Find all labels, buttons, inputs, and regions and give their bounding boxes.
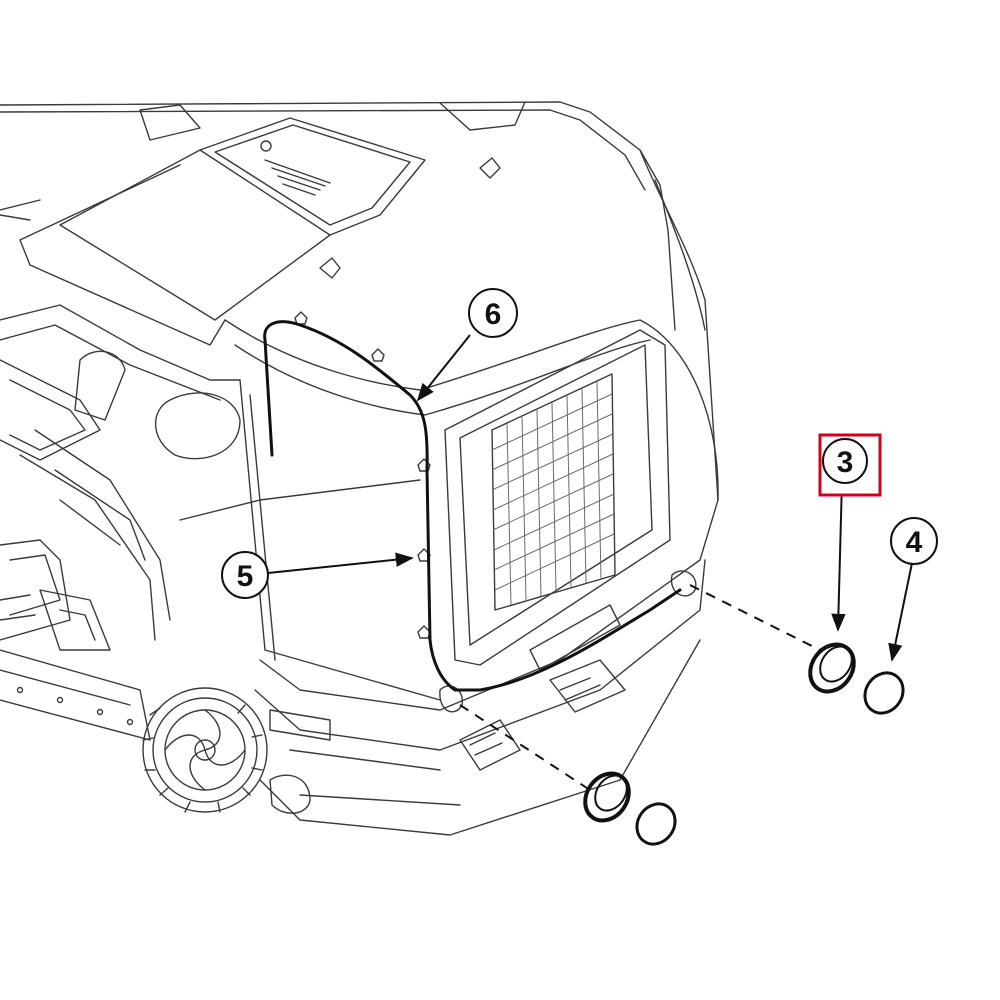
leader-line-5 xyxy=(267,552,414,574)
leader-line-6 xyxy=(416,334,471,402)
callout-6: 6 xyxy=(468,288,518,338)
callout-number-3: 3 xyxy=(837,446,854,479)
lamp-lens-lower xyxy=(635,802,677,846)
leader-line-3 xyxy=(831,479,846,632)
lamp-lens-upper xyxy=(863,671,905,715)
callout-number-6: 6 xyxy=(485,298,502,331)
fastener-clips xyxy=(294,311,431,639)
callout-3: 3 xyxy=(818,433,882,497)
lamp-bezel-lower xyxy=(583,771,631,823)
callout-number-5: 5 xyxy=(237,560,254,593)
wire-harness xyxy=(263,320,682,692)
explode-line-upper xyxy=(689,584,821,651)
callout-4: 4 xyxy=(890,517,938,565)
callout-5: 5 xyxy=(221,551,269,599)
explode-line-lower xyxy=(459,704,591,791)
lamp-bezel-upper xyxy=(808,642,856,694)
machine-illustration xyxy=(0,101,719,836)
callout-number-4: 4 xyxy=(906,526,923,559)
leader-line-4 xyxy=(888,562,913,662)
